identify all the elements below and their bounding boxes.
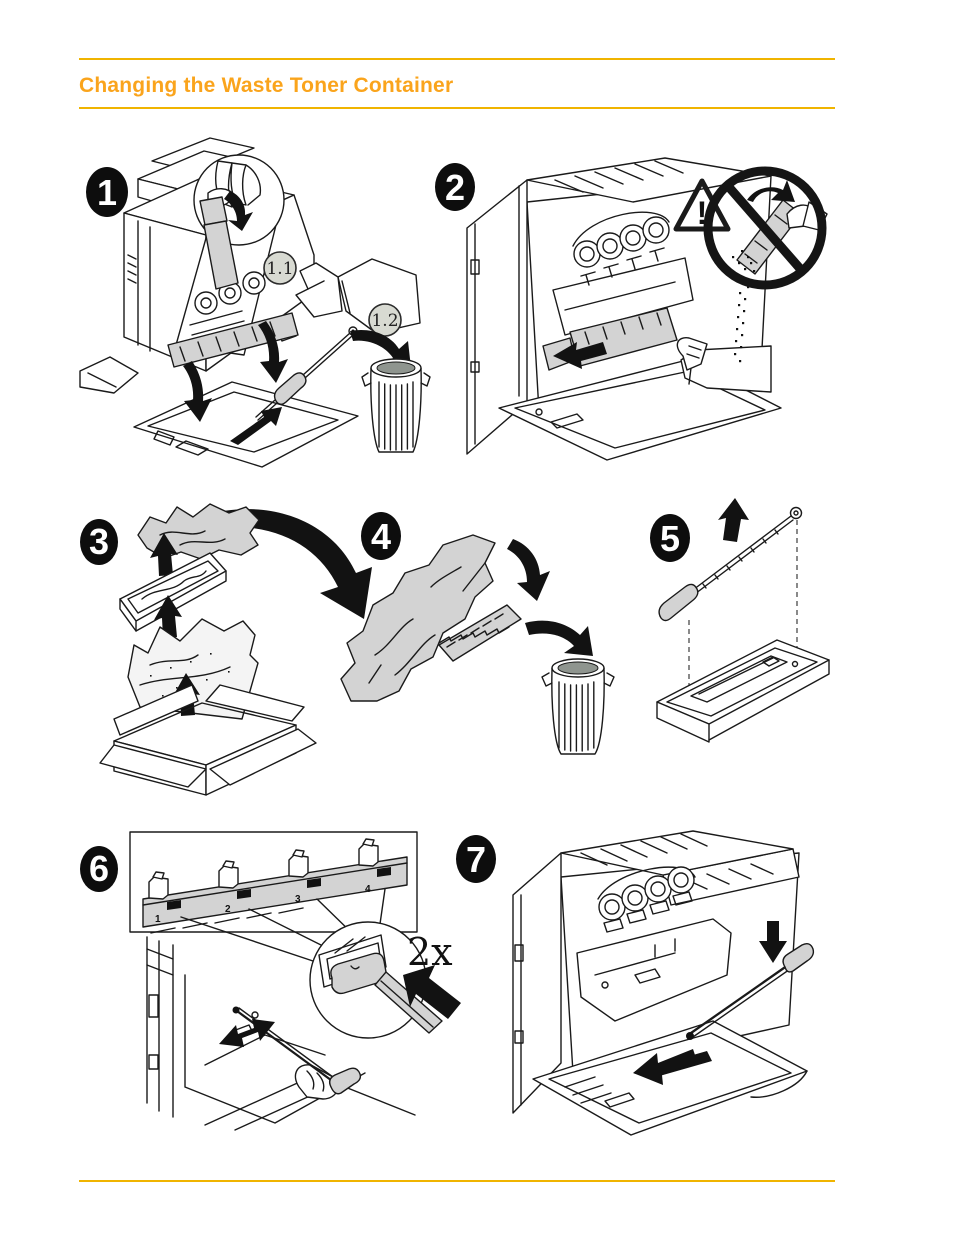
trash-can-icon xyxy=(541,658,615,755)
step-4-illustration: 4 xyxy=(340,512,615,755)
latch-tab-2 xyxy=(218,860,251,899)
insert-arrow xyxy=(403,965,461,1019)
svg-text:7: 7 xyxy=(466,839,486,880)
repeat-label: 2x xyxy=(407,930,453,974)
step-1-illustration: 1.1 1.2 1 xyxy=(79,137,431,468)
step-2-illustration: ! xyxy=(435,157,828,461)
step-4-badge: 4 xyxy=(361,512,401,560)
printer-drawing xyxy=(466,157,782,461)
top-rule xyxy=(79,58,835,60)
pull-out-arrow xyxy=(553,342,607,369)
foam-tray xyxy=(119,552,227,632)
up-arrow-1 xyxy=(150,533,178,576)
down-arrow xyxy=(759,921,787,963)
old-container xyxy=(438,604,522,662)
down-arrow-right xyxy=(258,321,288,383)
step-7-badge: 7 xyxy=(456,835,496,883)
step-7-illustration: 7 xyxy=(456,830,815,1136)
page-title: Changing the Waste Toner Container xyxy=(79,74,454,97)
foam-tray xyxy=(656,639,830,743)
printer-drawing xyxy=(512,830,808,1136)
port-number-4: 4 xyxy=(365,884,371,895)
open-front-door xyxy=(79,356,359,468)
to-trash-arrow xyxy=(525,620,593,656)
down-arrow-left xyxy=(183,361,212,422)
svg-text:6: 6 xyxy=(89,848,109,889)
rail-inset: 1 2 3 4 xyxy=(129,831,418,934)
door-arrow xyxy=(230,407,282,445)
latch-tab-4 xyxy=(358,838,391,877)
latch-tab-1 xyxy=(148,871,181,910)
cleaning-rod xyxy=(686,942,815,1040)
title-underline xyxy=(79,107,835,109)
svg-text:4: 4 xyxy=(371,516,391,557)
svg-text:1.2: 1.2 xyxy=(371,311,398,331)
fold-arrow xyxy=(507,539,550,601)
step-3-illustration: 3 xyxy=(80,503,372,796)
step-3-badge: 3 xyxy=(80,519,118,565)
big-curved-arrow xyxy=(204,509,372,619)
port-number-2: 2 xyxy=(225,904,231,915)
cardboard-box xyxy=(99,684,317,796)
magnifier-circle xyxy=(193,154,285,290)
step-6-badge: 6 xyxy=(80,846,118,892)
cartridge-ports xyxy=(598,866,695,921)
up-arrow xyxy=(718,498,749,542)
in-out-arrow xyxy=(219,1019,275,1047)
svg-text:5: 5 xyxy=(660,518,680,559)
svg-text:2: 2 xyxy=(445,167,465,208)
prohibition-icon xyxy=(703,166,828,363)
step-5-badge: 5 xyxy=(650,514,690,562)
svg-text:!: ! xyxy=(697,195,708,231)
trash-can-icon xyxy=(361,358,431,453)
port-number-1: 1 xyxy=(155,914,161,925)
bottom-rule xyxy=(79,1180,835,1182)
stow-arrow xyxy=(633,1049,697,1085)
svg-text:3: 3 xyxy=(89,521,109,562)
toner-spill-dots xyxy=(732,250,756,363)
up-arrow-2 xyxy=(154,595,182,638)
cartridge-ports xyxy=(573,216,670,268)
svg-text:1.1: 1.1 xyxy=(266,259,293,279)
zoom-cone xyxy=(175,224,277,356)
rotate-arrow xyxy=(747,180,795,202)
svg-text:1: 1 xyxy=(97,172,117,213)
cleaning-rod xyxy=(658,506,803,622)
latch-tab-3 xyxy=(288,849,321,888)
step-1-badge: 1 xyxy=(86,167,128,217)
callout-1-2: 1.2 xyxy=(368,303,402,337)
latch-arrow xyxy=(224,191,253,231)
hand xyxy=(676,337,772,393)
port-number-3: 3 xyxy=(295,894,301,905)
callout-1-1: 1.1 xyxy=(263,251,297,285)
leader-lines xyxy=(180,888,386,966)
step-2-badge: 2 xyxy=(435,163,475,211)
disposal-bag xyxy=(340,534,496,702)
step-5-illustration: 5 xyxy=(650,498,830,743)
printer-interior xyxy=(146,936,416,1131)
step-6-illustration: 1 2 3 4 2x 6 xyxy=(80,831,461,1131)
